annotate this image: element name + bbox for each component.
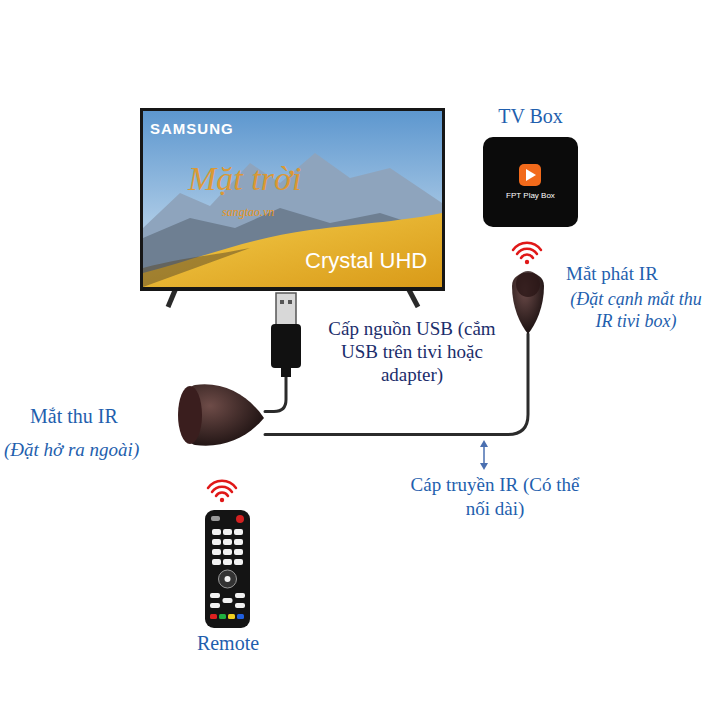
usb-body	[271, 324, 301, 368]
ok-button	[225, 576, 231, 582]
brand-text: FPT Play Box	[485, 191, 576, 201]
node-note: Cấp nguồn USB (cắm USB trên tivi hoặc ad…	[312, 318, 512, 386]
receiver-lens	[178, 386, 202, 444]
tv-screen	[143, 111, 442, 287]
sand-dune	[143, 213, 442, 287]
ir-emitter-illustration	[510, 262, 546, 334]
usb-metal	[276, 293, 296, 325]
remote-body	[205, 510, 250, 628]
play-triangle	[526, 169, 536, 181]
edge-label: Cáp truyền IR (Có thể nối dài)	[405, 473, 585, 521]
ir-waves-emitter	[513, 243, 541, 265]
color-buttons	[210, 614, 244, 619]
usb-plug-illustration	[270, 292, 302, 377]
node-title: Mắt thu IR	[30, 404, 170, 428]
tvbox-body	[483, 137, 578, 227]
tv-illustration	[140, 108, 445, 308]
ir-receiver: Mắt thu IR(Đặt hở ra ngoài)	[175, 380, 265, 450]
ir-emitter: Mắt phát IR(Đặt cạnh mắt thu IR tivi box…	[510, 262, 546, 334]
usb-plug: Cấp nguồn USB (cắm USB trên tivi hoặc ad…	[270, 292, 302, 377]
lower-buttons	[210, 593, 245, 608]
tv-bezel	[140, 108, 445, 291]
double-arrow	[480, 440, 488, 470]
cable-line	[265, 377, 286, 412]
play-icon	[519, 164, 541, 186]
usb-tail	[281, 367, 291, 377]
tv: SAMSUNG Crystal UHD	[140, 108, 445, 308]
ir-waves-remote	[208, 481, 236, 503]
tv-box: TV BoxFPT Play Box	[483, 137, 578, 227]
hills	[143, 208, 442, 287]
node-title: Remote	[163, 631, 293, 655]
power-button	[236, 515, 244, 523]
model-text: Crystal UHD	[305, 248, 440, 274]
button	[211, 516, 220, 521]
mountains	[143, 153, 442, 287]
number-buttons	[212, 529, 243, 565]
ir-receiver-illustration	[175, 380, 265, 450]
brand-text: SAMSUNG	[150, 120, 270, 138]
remote-illustration	[205, 510, 250, 628]
node-title: TV Box	[460, 104, 601, 128]
cable	[265, 377, 286, 412]
remote: Remote	[205, 510, 250, 628]
node-title: Mắt phát IR	[566, 263, 706, 286]
emitter-lens	[516, 271, 540, 297]
node-note: (Đặt cạnh mắt thu IR tivi box)	[560, 289, 712, 332]
usb-hole	[288, 300, 292, 304]
usb-hole	[280, 300, 284, 304]
watermark: Mặt trời	[188, 160, 388, 197]
watermark: sangtao.vn	[222, 206, 342, 219]
shadow	[143, 248, 250, 287]
node-note: (Đặt hở ra ngoài)	[4, 439, 176, 462]
tvbox-illustration	[483, 137, 578, 227]
nav-pad	[219, 570, 237, 588]
